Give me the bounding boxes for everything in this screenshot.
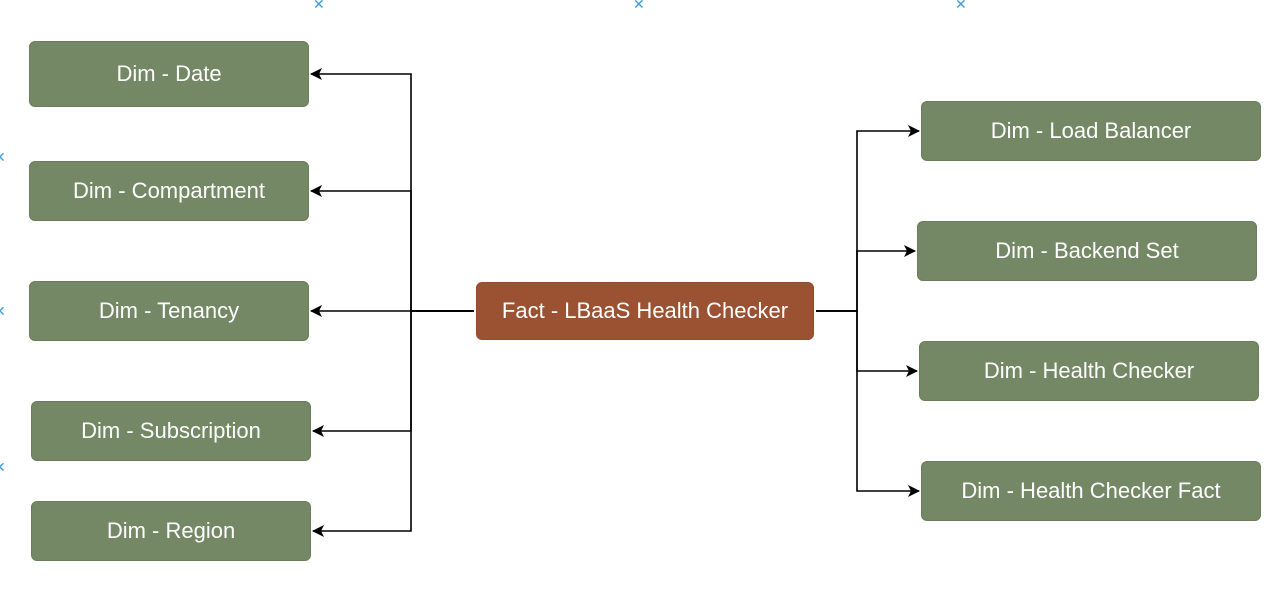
dim-load-balancer-node[interactable]: Dim - Load Balancer <box>921 101 1261 161</box>
guide-marker-icon: ✕ <box>0 304 6 318</box>
edge-fact-to-health-checker <box>816 310 918 377</box>
dim-region-node[interactable]: Dim - Region <box>31 501 311 561</box>
dim-subscription-node[interactable]: Dim - Subscription <box>31 401 311 461</box>
dim-tenancy-node[interactable]: Dim - Tenancy <box>29 281 309 341</box>
edge-fact-to-compartment <box>310 185 474 312</box>
dim-date-node[interactable]: Dim - Date <box>29 41 309 107</box>
edge-group <box>310 68 920 537</box>
guide-marker-icon: ✕ <box>955 0 967 12</box>
dim-backend-set-node[interactable]: Dim - Backend Set <box>917 221 1257 281</box>
dim-health-checker-fact-node[interactable]: Dim - Health Checker Fact <box>921 461 1261 521</box>
fact-lbaas-health-checker-node[interactable]: Fact - LBaaS Health Checker <box>476 282 814 340</box>
edge-fact-to-region <box>312 310 474 537</box>
edge-fact-to-health-checker-fact <box>816 310 920 497</box>
guide-marker-icon: ✕ <box>0 460 6 474</box>
edge-fact-to-load-balancer <box>816 125 920 312</box>
edge-fact-to-backend-set <box>816 245 916 312</box>
dim-compartment-node[interactable]: Dim - Compartment <box>29 161 309 221</box>
guide-marker-icon: ✕ <box>633 0 645 12</box>
dim-health-checker-node[interactable]: Dim - Health Checker <box>919 341 1259 401</box>
edge-fact-to-subscription <box>312 310 474 437</box>
guide-marker-icon: ✕ <box>313 0 325 12</box>
edge-fact-to-date <box>310 68 474 312</box>
guide-marker-icon: ✕ <box>0 150 6 164</box>
